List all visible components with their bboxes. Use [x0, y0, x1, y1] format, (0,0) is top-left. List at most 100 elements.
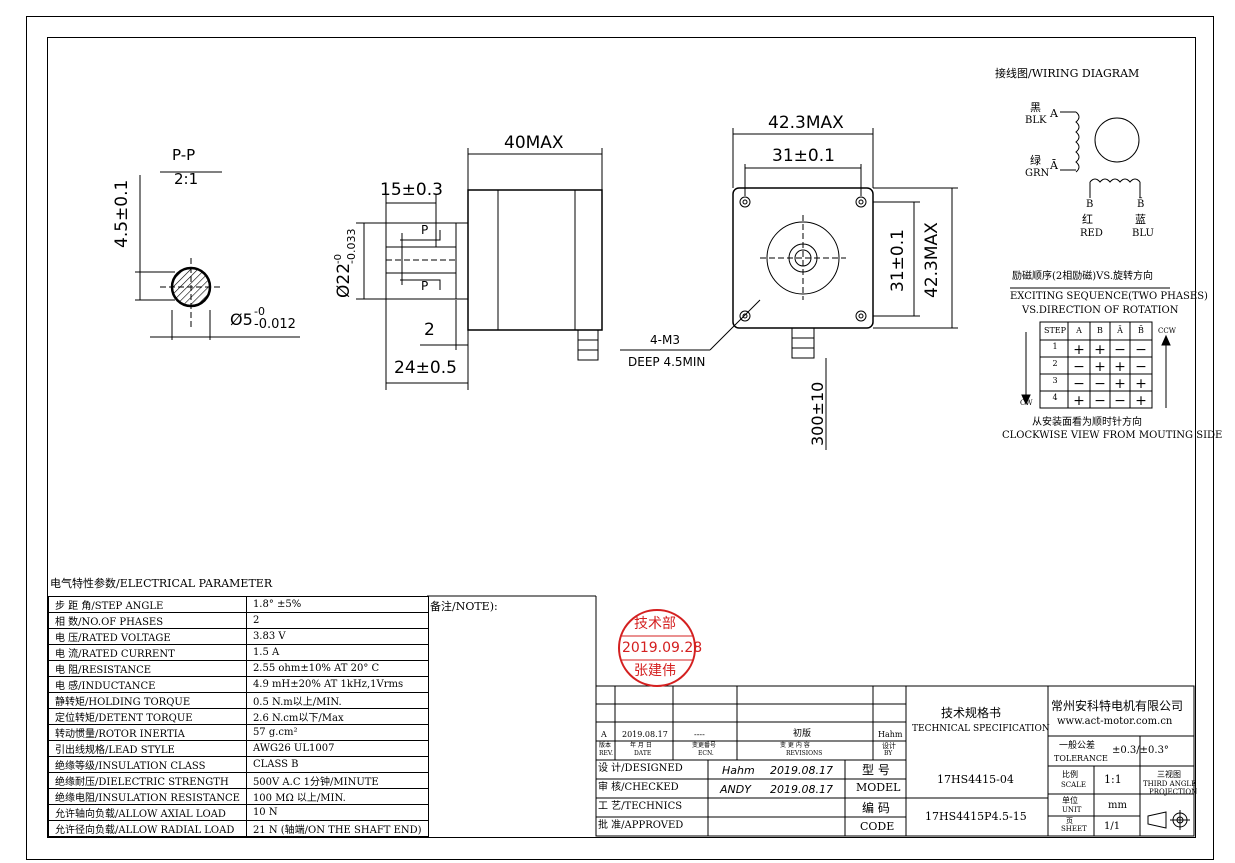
sequence-title-en2: VS.DIRECTION OF ROTATION	[1022, 305, 1179, 316]
coil-b	[1089, 178, 1141, 183]
electrical-param-value: 10 N	[245, 804, 429, 821]
electrical-param-name: 绝缘耐压/DIELECTRIC STRENGTH	[48, 772, 247, 789]
title-block-frame	[595, 685, 1195, 837]
unit-en: UNIT	[1062, 806, 1082, 814]
h-ecn-cn: 变更番号	[692, 742, 717, 749]
sequence-cell: +	[1135, 376, 1147, 392]
dim-hole-pitch-vertical: 31±0.1	[888, 229, 908, 292]
designed-name: Hahm	[722, 764, 755, 777]
dim-shaft-tol-upper: -0	[254, 305, 265, 318]
company-website: www.act-motor.com.cn	[1057, 716, 1173, 727]
sequence-table-frame	[1039, 321, 1153, 409]
dim-boss-tol-upper: -0	[333, 254, 344, 264]
sequence-cell: +	[1135, 393, 1147, 409]
electrical-param-value: CLASS B	[245, 756, 429, 773]
wire-a-label: A	[1050, 107, 1058, 120]
rev-mark: A	[601, 730, 607, 739]
coil-a	[1075, 111, 1080, 173]
electrical-param-name: 电 流/RATED CURRENT	[48, 644, 247, 661]
section-scale: 2:1	[174, 170, 199, 188]
dim-length-max: 40MAX	[504, 133, 564, 153]
electrical-param-name: 允许轴向负载/ALLOW AXIAL LOAD	[48, 804, 247, 821]
lead-wires-front	[791, 327, 815, 359]
outer-border	[26, 16, 1214, 860]
sequence-cell: +	[1094, 359, 1106, 375]
tolerance-value: ±0.3/±0.3°	[1112, 745, 1169, 756]
holes-callout: 4-M3	[650, 333, 680, 347]
electrical-param-value: 100 MΩ 以上/MIN.	[245, 788, 429, 805]
checked-date: 2019.08.17	[770, 783, 833, 796]
electrical-param-name: 电 阻/RESISTANCE	[48, 660, 247, 677]
projection-en1: THIRD ANGLE	[1143, 780, 1197, 788]
projection-cn: 三视图	[1157, 770, 1181, 779]
projection-en2: PROJECTION	[1149, 788, 1198, 796]
h-by-en: BY	[884, 750, 893, 757]
electrical-param-value: 0.5 N.m以上/MIN.	[245, 692, 429, 709]
sequence-ccw: CCW	[1158, 327, 1176, 335]
p-label-bottom: P	[421, 279, 429, 293]
electrical-param-value: 4.9 mH±20% AT 1kHz,1Vrms	[245, 676, 429, 693]
dim-boss-dia: Ø22	[334, 262, 354, 298]
lead-wires-side	[577, 329, 599, 361]
dim-flat: 4.5±0.1	[112, 179, 132, 248]
inner-border	[47, 37, 1196, 838]
sequence-cell: −	[1094, 393, 1106, 409]
technics-label: 工 艺/TECHNICS	[598, 801, 683, 812]
approved-label: 批 准/APPROVED	[598, 820, 684, 831]
h-rev-cn: 版本	[599, 742, 612, 749]
company-name: 常州安科特电机有限公司	[1051, 699, 1184, 713]
h-date-en: DATE	[634, 750, 652, 757]
electrical-param-name: 静转矩/HOLDING TORQUE	[48, 692, 247, 709]
electrical-param-value: AWG26 UL1007	[245, 740, 429, 757]
h-by-cn: 设计	[882, 742, 896, 750]
dim-shaft-tol-lower: -0.012	[254, 317, 296, 332]
checked-label: 审 核/CHECKED	[598, 782, 679, 793]
note-label: 备注/NOTE):	[430, 600, 498, 613]
sequence-step: 1	[1052, 342, 1058, 351]
wire-abar-color-cn: 绿	[1030, 154, 1041, 167]
p-label-top: P	[421, 223, 429, 237]
wire-bbar-label: B̄	[1137, 199, 1145, 210]
sequence-step: 3	[1052, 376, 1058, 385]
wire-bbar-color-cn: 蓝	[1135, 213, 1146, 226]
rev-ecn: ----	[694, 730, 705, 739]
spec-cn: 技术规格书	[941, 706, 1002, 720]
sequence-header: A	[1076, 326, 1082, 335]
code-cn: 编 码	[862, 801, 890, 815]
electrical-param-value: 3.83 V	[245, 628, 429, 645]
sequence-cell: −	[1073, 359, 1085, 375]
approval-stamp	[618, 609, 696, 687]
dim-height-max: 42.3MAX	[922, 222, 942, 298]
boss-front	[766, 221, 840, 295]
electrical-param-value: 57 g.cm²	[245, 724, 429, 741]
unit-cn: 单位	[1062, 796, 1078, 805]
scale-cn: 比例	[1062, 770, 1078, 779]
sequence-cell: −	[1073, 376, 1085, 392]
electrical-param-value: 2.6 N.cm以下/Max	[245, 708, 429, 725]
wire-b-label: B	[1086, 199, 1094, 210]
sequence-title-cn: 励磁顺序(2相励磁)VS.旋转方向	[1012, 271, 1154, 282]
sequence-header: B	[1097, 326, 1103, 335]
electrical-param-name: 电 感/INDUCTANCE	[48, 676, 247, 693]
dim-boss-height: 2	[424, 320, 435, 340]
sheet-cn: 页	[1066, 817, 1073, 825]
h-date-cn: 年 月 日	[630, 742, 652, 749]
rev-date: 2019.08.17	[622, 730, 668, 739]
sequence-cell: −	[1135, 359, 1147, 375]
sequence-title-en1: EXCITING SEQUENCE(TWO PHASES)	[1010, 291, 1208, 302]
sequence-step: 2	[1052, 359, 1058, 368]
sequence-cell: −	[1094, 376, 1106, 392]
sequence-cell: +	[1114, 359, 1126, 375]
dim-boss-tol-lower: -0.033	[345, 228, 358, 264]
stamp-dept: 技术部	[634, 616, 676, 632]
electrical-param-name: 定位转矩/DETENT TORQUE	[48, 708, 247, 725]
sequence-header: STEP	[1043, 326, 1067, 335]
